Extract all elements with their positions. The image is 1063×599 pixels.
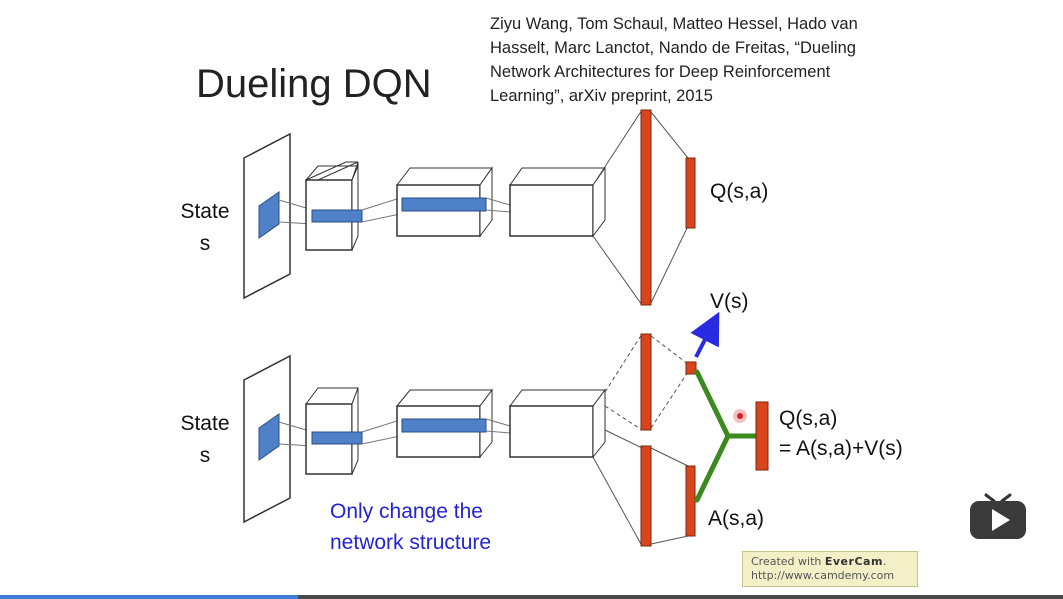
top-state-word: State [180,200,230,223]
top-output-layer [685,157,696,229]
top-network [243,109,696,306]
citation-line: Hasselt, Marc Lanctot, Nando de Freitas,… [490,39,856,57]
citation: Ziyu Wang, Tom Schaul, Matteo Hessel, Ha… [490,12,940,108]
top-input-plane [243,132,291,300]
value-arrow [690,311,720,358]
value-fc-layer [640,333,652,431]
evercam-watermark: Created with EverCam. http://www.camdemy… [742,551,918,587]
advantage-fc-layer [640,445,652,547]
bottom-network [243,311,769,547]
bottom-state-symbol: s [199,444,211,467]
citation-line: Ziyu Wang, Tom Schaul, Matteo Hessel, Ha… [490,15,858,33]
watermark-url: http://www.camdemy.com [751,569,895,582]
bottom-conv-block-2 [395,388,493,459]
video-progress-track[interactable] [0,595,1063,599]
top-state-label: State s [170,196,240,260]
combined-q-line1: Q(s,a) [779,407,838,430]
value-output-node [685,361,697,375]
advantage-label: A(s,a) [708,507,765,530]
top-state-symbol: s [199,232,211,255]
top-fc-layer [640,109,652,306]
bottom-conv-block-3 [509,388,606,459]
bottom-output-layer [755,401,769,471]
value-label: V(s) [710,290,749,313]
slide-title: Dueling DQN [196,62,432,106]
video-progress-fill [0,595,298,599]
bottom-conv-block-1 [305,387,363,475]
advantage-output-layer [685,465,696,537]
tv-antenna-icon [984,493,996,503]
bottom-input-plane [243,354,291,524]
combined-q-label: Q(s,a) = A(s,a)+V(s) [779,404,903,464]
top-q-label: Q(s,a) [710,180,769,203]
citation-line: Network Architectures for Deep Reinforce… [490,63,831,81]
note-line2: network structure [330,531,492,554]
top-conv-block-1 [304,161,363,251]
combined-q-line2: = A(s,a)+V(s) [779,437,903,460]
citation-line: Learning”, arXiv preprint, 2015 [490,87,713,105]
bottom-state-label: State s [170,408,240,472]
bottom-state-word: State [180,412,230,435]
top-conv-block-2 [395,166,493,238]
structure-note: Only change the network structure [330,496,491,558]
watermark-prefix: Created with [751,555,822,568]
play-icon [992,509,1010,531]
play-button[interactable] [968,491,1028,541]
aggregation-lines [694,369,759,503]
watermark-brand: EverCam [824,555,883,568]
note-line1: Only change the [330,500,483,523]
top-conv-block-3 [509,166,606,238]
